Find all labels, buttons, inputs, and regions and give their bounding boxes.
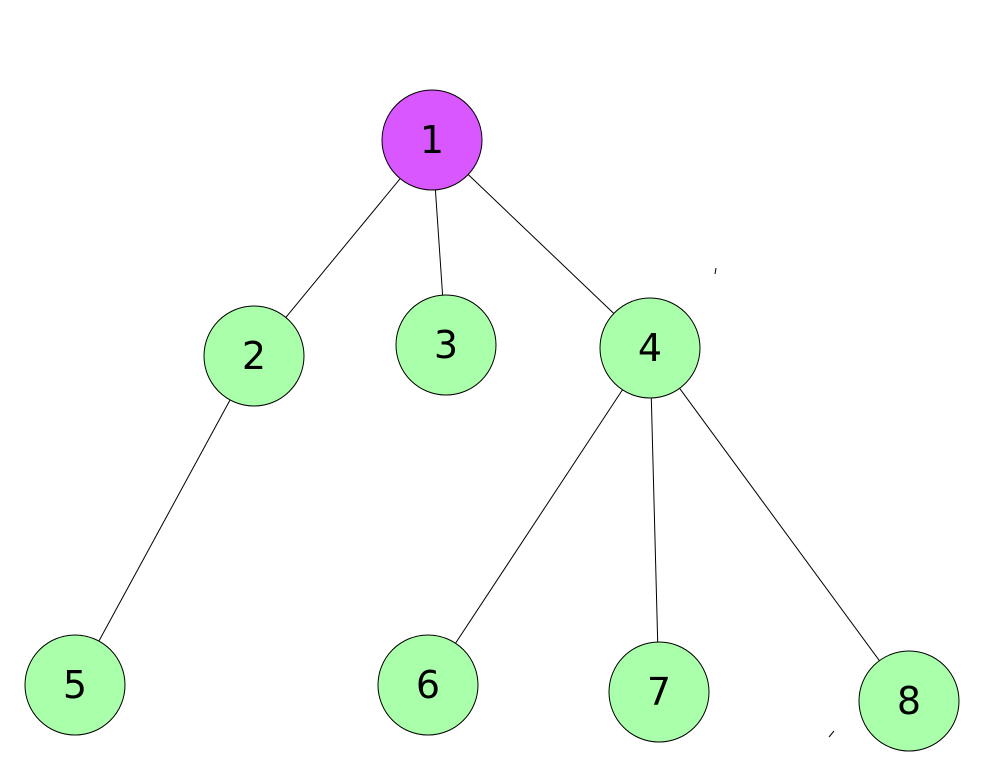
node-circle-2 [203,305,305,407]
node-label-4: 4 [638,326,662,370]
edge-4-8 [679,388,880,661]
node-label-8: 8 [897,679,921,723]
node-2: 2 [203,305,305,407]
node-1: 1 [381,89,483,191]
node-8: 8 [858,650,960,752]
node-circle-3 [395,294,497,396]
edge-4-6 [455,389,623,644]
node-label-2: 2 [242,334,266,378]
node-circle-5 [24,634,126,736]
nodes-layer: 1 2 3 4 5 6 7 8 [24,89,960,752]
node-5: 5 [24,634,126,736]
node-4: 4 [599,297,701,399]
node-6: 6 [377,634,479,736]
edge-1-3 [434,189,444,296]
node-label-7: 7 [647,670,671,714]
node-circle-8 [858,650,960,752]
node-7: 7 [608,641,710,743]
node-circle-4 [599,297,701,399]
edge-2-5 [98,399,231,642]
edge-1-4 [467,174,615,314]
node-circle-7 [608,641,710,743]
node-label-1: 1 [420,118,444,162]
node-label-5: 5 [63,663,87,707]
node-circle-1 [381,89,483,191]
stray-mark [714,267,717,275]
node-3: 3 [395,294,497,396]
node-circle-6 [377,634,479,736]
edges-layer [98,174,880,661]
edge-4-7 [650,397,659,643]
node-label-3: 3 [434,323,458,367]
node-label-6: 6 [416,663,440,707]
edge-1-2 [285,178,401,318]
stray-mark [828,730,835,738]
